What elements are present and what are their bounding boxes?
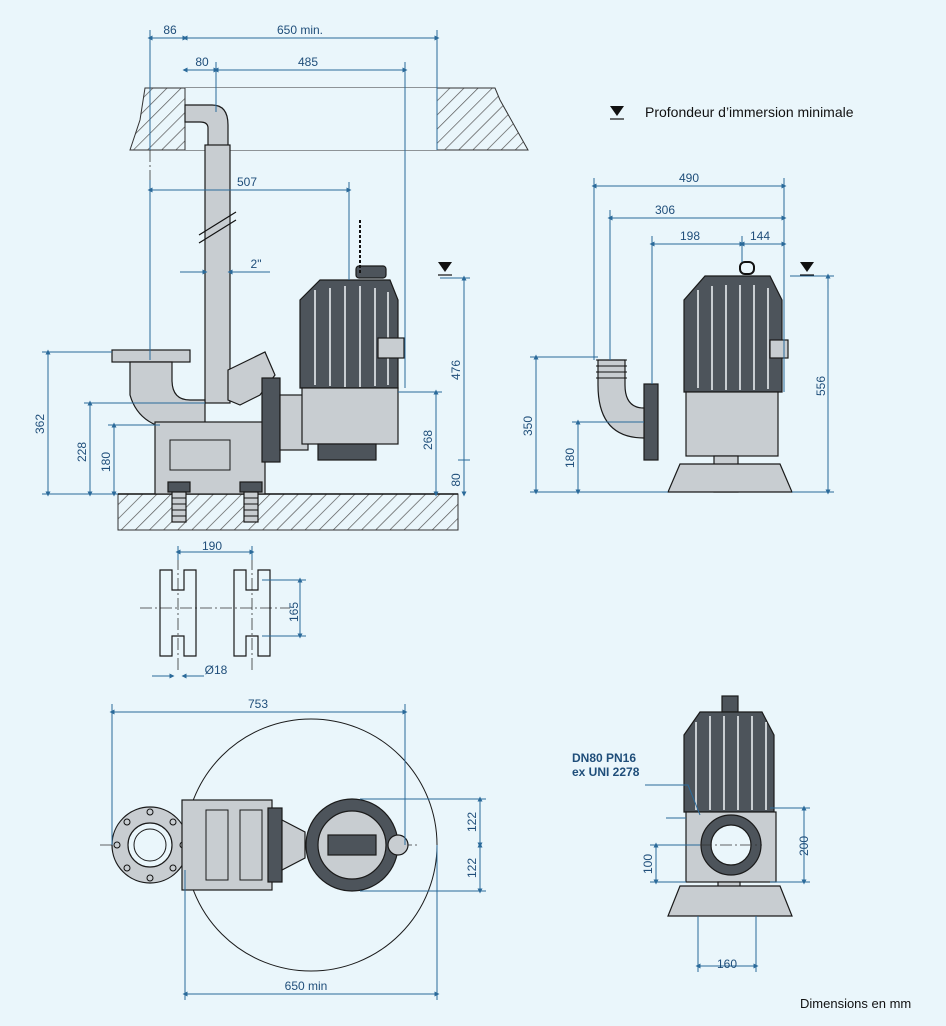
dim-180: 180 bbox=[99, 452, 113, 472]
dim-80-bottom: 80 bbox=[449, 473, 463, 487]
cable-gland bbox=[377, 337, 405, 359]
floor-slab bbox=[117, 493, 459, 531]
dim-d18: Ø18 bbox=[205, 663, 228, 677]
dim-2in: 2" bbox=[251, 257, 262, 271]
dim-100: 100 bbox=[641, 854, 655, 874]
dim-190: 190 bbox=[202, 539, 222, 553]
legend-label: Profondeur d’immersion minimale bbox=[645, 104, 854, 120]
anchor-plate-left bbox=[159, 569, 197, 657]
pump-eye-front bbox=[739, 261, 755, 275]
dim-306: 306 bbox=[655, 203, 675, 217]
dim-650-min: 650 min. bbox=[277, 23, 323, 37]
anchor-view: 190 165 Ø18 bbox=[140, 539, 306, 679]
dim-200: 200 bbox=[797, 836, 811, 856]
dim-228: 228 bbox=[75, 442, 89, 462]
discharge-elbow-front bbox=[597, 359, 645, 439]
anchor-plate-right bbox=[233, 569, 271, 657]
base-stand bbox=[667, 885, 793, 917]
dim-753: 753 bbox=[248, 697, 268, 711]
pedestal-flange bbox=[111, 349, 191, 363]
dim-650-min-plan: 650 min bbox=[285, 979, 328, 993]
plan-view: 753 122 122 650 min bbox=[100, 697, 486, 1000]
water-level-icon-side bbox=[438, 262, 452, 272]
pump-housing bbox=[301, 387, 399, 445]
anchor-bolt-left bbox=[167, 481, 191, 523]
pedestal-plan bbox=[181, 799, 273, 891]
coupling-claw bbox=[227, 351, 276, 406]
dim-86: 86 bbox=[163, 23, 177, 37]
water-level-icon-front bbox=[800, 262, 814, 272]
dim-144: 144 bbox=[750, 229, 770, 243]
dim-198: 198 bbox=[680, 229, 700, 243]
dim-165: 165 bbox=[287, 602, 301, 622]
connection-note-line2: ex UNI 2278 bbox=[572, 765, 640, 779]
pump-stand-base bbox=[667, 463, 793, 493]
pump-motor-base-view bbox=[683, 711, 775, 813]
pump-motor-front bbox=[683, 275, 783, 393]
units-note: Dimensions en mm bbox=[800, 996, 912, 1011]
side-view: 86 650 min. 80 485 507 2" 476 268 80 362… bbox=[33, 23, 529, 531]
dim-507: 507 bbox=[237, 175, 257, 189]
dim-556: 556 bbox=[814, 376, 828, 396]
dim-80: 80 bbox=[195, 55, 209, 69]
base-view: 200 100 160 bbox=[641, 695, 811, 972]
dim-268: 268 bbox=[421, 430, 435, 450]
anchor-bolt-right bbox=[239, 481, 263, 523]
discharge-pipe bbox=[204, 144, 231, 404]
front-view: 490 306 198 144 556 350 180 bbox=[521, 171, 834, 495]
dim-490: 490 bbox=[679, 171, 699, 185]
pump-eye bbox=[355, 265, 387, 279]
dim-350: 350 bbox=[521, 416, 535, 436]
dim-362: 362 bbox=[33, 414, 47, 434]
dim-476: 476 bbox=[449, 360, 463, 380]
connection-note-line1: DN80 PN16 bbox=[572, 751, 637, 765]
connection-note: DN80 PN16 ex UNI 2278 bbox=[572, 751, 639, 779]
water-level-icon bbox=[610, 106, 624, 120]
pedestal-elbow bbox=[129, 361, 206, 431]
pump-housing-front bbox=[685, 391, 779, 457]
discharge-flange-front bbox=[643, 383, 659, 461]
dim-180-front: 180 bbox=[563, 448, 577, 468]
dim-122-top: 122 bbox=[465, 812, 479, 832]
dim-485: 485 bbox=[298, 55, 318, 69]
dim-160: 160 bbox=[717, 957, 737, 971]
dim-122-bottom: 122 bbox=[465, 858, 479, 878]
